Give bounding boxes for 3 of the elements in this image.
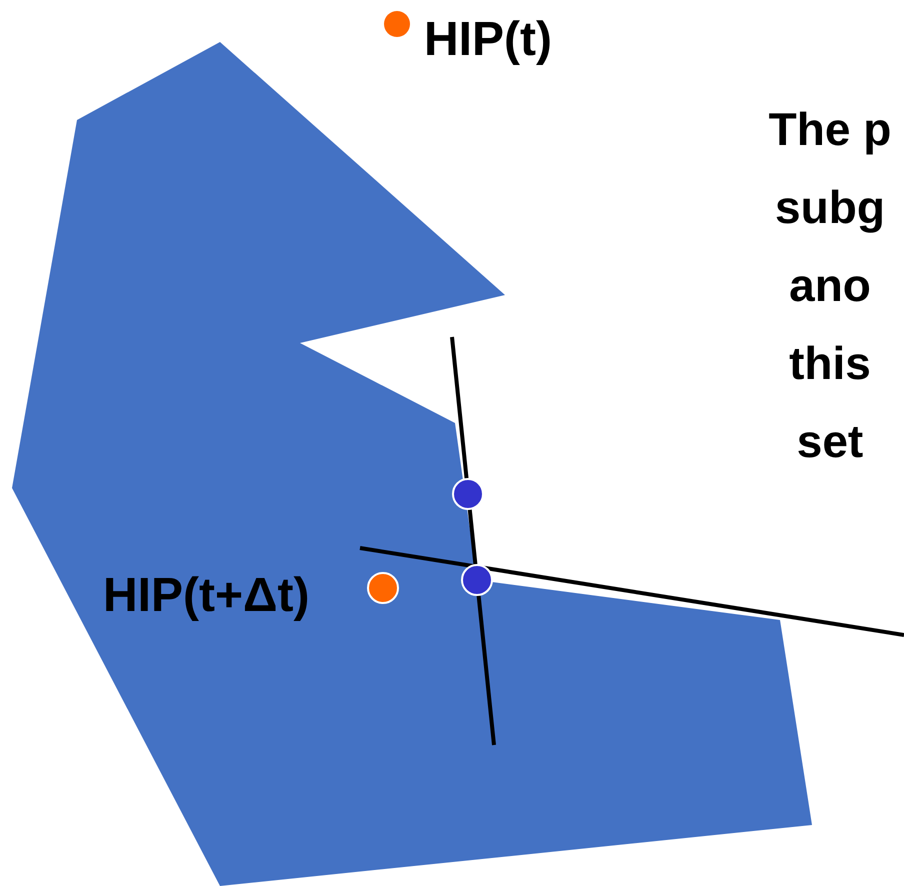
point-label: HIP(t) [424, 14, 552, 67]
point-label: HIP(t+Δt) [103, 570, 310, 623]
description-text: The p subg ano this set [768, 102, 892, 469]
